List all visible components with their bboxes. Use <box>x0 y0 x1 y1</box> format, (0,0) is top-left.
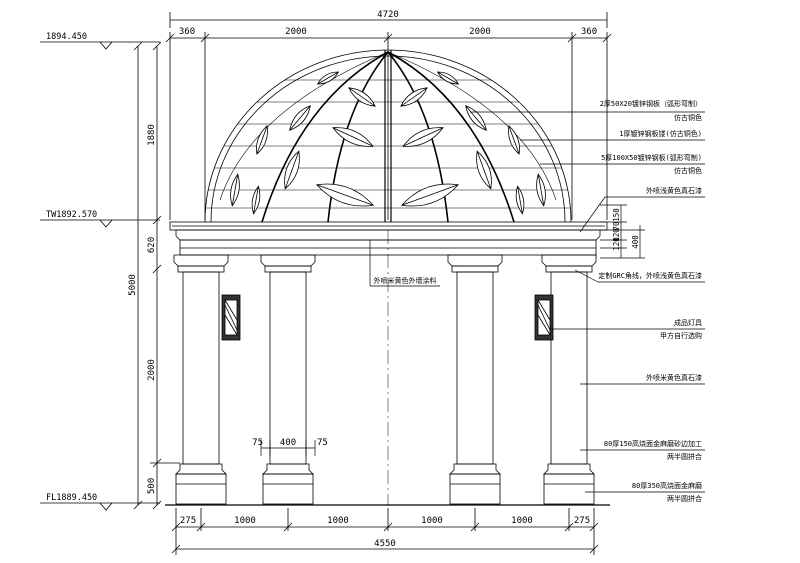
top-total-dim: 4720 <box>377 10 399 20</box>
right-dim-2: 70 <box>612 221 621 231</box>
top-seg-3: 2000 <box>469 27 491 37</box>
lamp-right-icon <box>534 294 554 341</box>
level-mid-label: TW1892.570 <box>46 210 97 220</box>
right-dim-3: 120 <box>612 228 621 242</box>
annotation-leaders <box>369 111 705 493</box>
column-3 <box>447 254 503 505</box>
right-small-dims <box>600 204 645 259</box>
annotation-6-line2: 甲方自行选购 <box>660 331 702 340</box>
bottom-dimension-chain <box>171 508 599 555</box>
annotation-3-line1: 5厚100X50镀锌钢板(弧形弯制) <box>601 153 702 162</box>
left-total-dim: 5000 <box>128 274 138 296</box>
annotation-8-line2: 两半圆拼合 <box>667 452 702 461</box>
annotation-9-line2: 两半圆拼合 <box>667 494 702 503</box>
level-floor-label: FL1889.450 <box>46 493 97 503</box>
entablature <box>169 221 608 505</box>
annotation-1-line1: 2厚50X20镀锌钢板（弧形弯制） <box>600 99 702 108</box>
right-dim-1: 150 <box>612 208 621 222</box>
column-detail-dims <box>260 440 316 456</box>
column-detail-1: 75 <box>252 438 263 448</box>
column-1 <box>173 254 229 505</box>
annotation-6-line1: 成品灯具 <box>674 318 702 327</box>
left-seg-4: 500 <box>147 478 157 494</box>
annotation-4-line1: 外喷浅黄色真石漆 <box>646 186 702 195</box>
bottom-seg-1: 275 <box>180 516 196 526</box>
column-4 <box>541 254 597 505</box>
level-top-label: 1894.450 <box>46 32 87 42</box>
column-detail-2: 400 <box>280 438 296 448</box>
bottom-seg-3: 1000 <box>327 516 349 526</box>
annotation-1-line2: 仿古铜色 <box>674 113 702 122</box>
top-dimension-chain <box>165 12 612 220</box>
annotation-3-line2: 仿古铜色 <box>674 166 702 175</box>
bottom-seg-4: 1000 <box>421 516 443 526</box>
annotation-5-line1: 定制GRC角线，外喷浅黄色真石漆 <box>598 271 702 280</box>
bottom-seg-5: 1000 <box>511 516 533 526</box>
level-markers <box>40 41 160 511</box>
annotation-2-line1: 1厚镀锌钢板镂(仿古铜色) <box>619 129 702 138</box>
top-seg-4: 360 <box>581 27 597 37</box>
dome-leaf-ornaments <box>230 71 546 215</box>
left-seg-1: 1880 <box>147 124 157 146</box>
lamp-left-icon <box>221 294 241 341</box>
bottom-seg-2: 1000 <box>234 516 256 526</box>
column-2 <box>260 254 316 505</box>
right-dim-5: 400 <box>631 235 640 249</box>
top-seg-2: 2000 <box>285 27 307 37</box>
left-dimension-chain <box>133 41 180 510</box>
right-dim-4: 120 <box>612 237 621 251</box>
annotation-9-line1: 80厚350高烧面金麻磨 <box>632 481 702 490</box>
left-seg-3: 2000 <box>147 359 157 381</box>
annotation-8-line1: 80厚150高烧面金麻磨砂边加工 <box>604 439 702 448</box>
column-detail-3: 75 <box>317 438 328 448</box>
top-seg-1: 360 <box>179 27 195 37</box>
bottom-total-dim: 4550 <box>374 539 396 549</box>
annotation-7-line1: 外喷米黄色真石漆 <box>646 373 702 382</box>
bottom-seg-6: 275 <box>574 516 590 526</box>
dome <box>204 49 572 223</box>
left-seg-2: 620 <box>147 237 157 253</box>
center-note: 外喷米黄色外墙涂料 <box>374 276 437 285</box>
